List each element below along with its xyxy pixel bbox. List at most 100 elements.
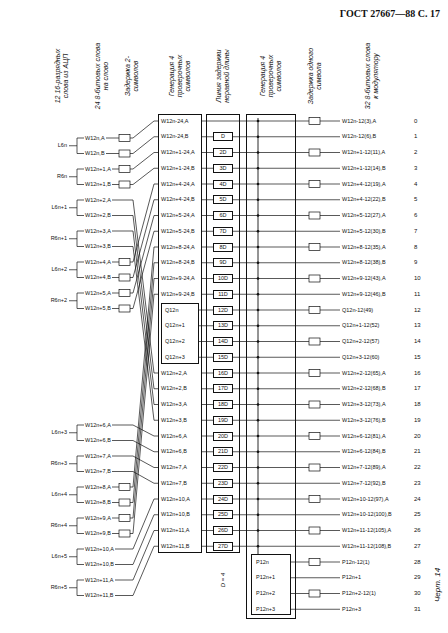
column-heading: Задержка одного символа: [307, 41, 323, 111]
connector: [202, 530, 213, 531]
row-wire: [233, 262, 340, 263]
delay-box: [309, 212, 320, 219]
signal-name: R6n: [20, 173, 67, 180]
output-word: W12n-12(6),B: [342, 133, 376, 140]
delay-box: [309, 244, 320, 251]
column-heading: 24 8-битовых слова на слово: [94, 41, 110, 111]
page-header: ГОСТ 27667—88 С. 17: [340, 8, 440, 20]
tap-dot: [257, 293, 260, 296]
crossing-wire: [77, 184, 158, 262]
tap-dot: [257, 513, 260, 516]
node-label: W12n+7,B: [161, 480, 187, 487]
delay-box: [309, 559, 320, 566]
node-label: 18D: [214, 401, 232, 408]
delay-box: D: [213, 132, 233, 141]
tap-dot: [257, 498, 260, 501]
generator-block: Генерация 4 проверочных символовW12n-24,…: [158, 114, 202, 553]
row-number: 15: [414, 354, 421, 361]
split-wire: [77, 138, 78, 154]
crossing-wire: [77, 247, 158, 487]
delay-box: 15D: [213, 353, 233, 362]
delay-box: [309, 275, 320, 282]
node-label: 4D: [214, 181, 232, 188]
output-word: W12n+3-12(76),B: [342, 417, 386, 424]
delay-box: 3D: [213, 164, 233, 173]
word-name: W12n+7,B: [84, 468, 112, 475]
node-label: 25D: [214, 511, 232, 518]
delay-box: [119, 181, 130, 188]
node-label: W12n+2,A: [161, 370, 187, 377]
row-wire: [233, 451, 340, 452]
node-label: P12n+1: [256, 574, 275, 581]
connector: [202, 499, 213, 500]
row-wire: [233, 483, 340, 484]
node-label: W12n+1-24,B: [161, 165, 195, 172]
delay-box: [309, 527, 320, 534]
tap-dot: [257, 466, 260, 469]
row-wire: [233, 357, 340, 358]
signal-wire: [69, 176, 77, 177]
row-number: 27: [414, 543, 421, 550]
row-number: 16: [414, 370, 421, 377]
node-label: W12n+7,A: [161, 464, 187, 471]
delay-box: 2D: [213, 148, 233, 157]
connector: [202, 388, 213, 389]
delay-note: D = 4: [220, 565, 227, 595]
row-number: 12: [414, 307, 421, 314]
crossing-wire: [77, 247, 158, 421]
node-label: 15D: [214, 354, 232, 361]
output-word: P12n+1: [342, 574, 361, 581]
row-wire: [233, 199, 340, 200]
row-number: 31: [414, 606, 421, 613]
row-number: 18: [414, 401, 421, 408]
row-wire: [233, 184, 340, 185]
delay-box: [309, 464, 320, 471]
signal-wire: [69, 556, 77, 557]
tap-dot: [257, 482, 260, 485]
node-label: W12n+6,B: [161, 448, 187, 455]
node-label: 13D: [214, 322, 232, 329]
connector: [202, 152, 213, 153]
node-label: W12n+1-24,A: [161, 149, 195, 156]
column-heading: 12 16-разрядных слова из АЦП: [54, 41, 70, 111]
word-name: W12n+10,A: [84, 546, 115, 553]
split-wire: [77, 518, 78, 534]
delay-box: [119, 259, 130, 266]
split-wire: [77, 456, 78, 472]
output-word: W12n+8-12(38),B: [342, 259, 386, 266]
row-number: 10: [414, 275, 421, 282]
node-label: 16D: [214, 370, 232, 377]
output-word: W12n+7-12(89),A: [342, 464, 386, 471]
delay-line-block: Линия задержки неравной длиныD2D3D4D5D6D…: [206, 114, 240, 553]
delay-box: [119, 515, 130, 522]
row-wire: [233, 436, 340, 437]
delay-box: 25D: [213, 510, 233, 519]
node-label: W12n+10,A: [161, 496, 190, 503]
delay-box: [119, 290, 130, 297]
split-wire: [77, 425, 78, 441]
output-word: W12n+9-12(43),A: [342, 275, 386, 282]
row-wire: [233, 247, 340, 248]
node-label: W12n+9-24,B: [161, 291, 195, 298]
node-label: W12n+9-24,A: [161, 275, 195, 282]
signal-name: L6n+4: [20, 491, 67, 498]
signal-wire: [69, 463, 77, 464]
row-number: 26: [414, 527, 421, 534]
row-number: 3: [414, 165, 417, 172]
row-wire: [291, 577, 340, 578]
node-label: 20D: [214, 433, 232, 440]
delay-box: [309, 307, 320, 314]
signal-name: R6n+1: [20, 235, 67, 242]
node-label: W12n-24,A: [161, 118, 189, 125]
word-name: W12n+3,B: [84, 243, 112, 250]
row-wire: [233, 514, 340, 515]
parity-box: P12nP12n+1P12n+2P12n+3: [251, 554, 291, 615]
word-name: W12n+9,B: [84, 530, 112, 537]
node-label: W12n+6,A: [161, 433, 187, 440]
row-number: 30: [414, 590, 421, 597]
tap-dot: [257, 419, 260, 422]
output-word: P12n-12(1): [342, 559, 370, 566]
column-heading: 32 8-битовых слова к модулятору: [364, 41, 380, 111]
signal-name: L6n+3: [20, 429, 67, 436]
output-word: W12n+2-12(65),A: [342, 370, 386, 377]
